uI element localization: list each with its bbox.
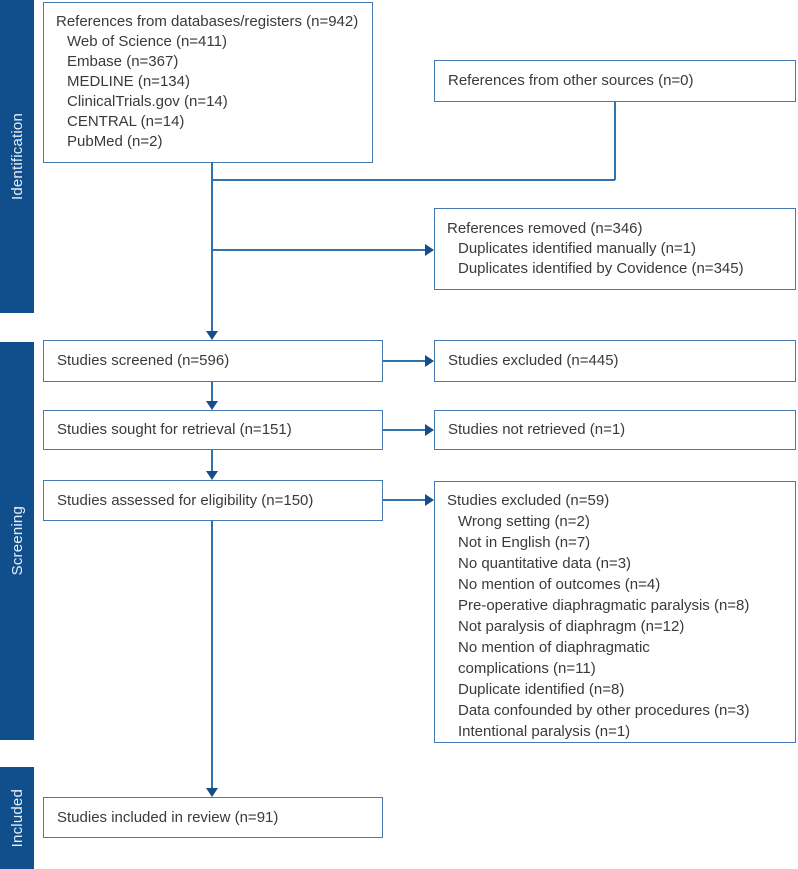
box-line: Web of Science (n=411) bbox=[67, 33, 227, 50]
box-studies-screened: Studies screened (n=596) bbox=[43, 340, 383, 382]
box-line: Not paralysis of diaphragm (n=12) bbox=[458, 618, 685, 635]
box-line: Duplicates identified manually (n=1) bbox=[458, 240, 697, 257]
box-line: No quantitative data (n=3) bbox=[458, 555, 632, 572]
box-line: Intentional paralysis (n=1) bbox=[458, 723, 631, 740]
stage-bar-identification: Identification bbox=[0, 0, 34, 313]
box-line: Studies sought for retrieval (n=151) bbox=[57, 421, 292, 438]
box-line: References from databases/registers (n=9… bbox=[56, 13, 359, 30]
arrow-right-icon bbox=[425, 355, 434, 367]
connector-other-sources-drop bbox=[614, 102, 616, 180]
box-studies-included-review: Studies included in review (n=91) bbox=[43, 797, 383, 838]
box-studies-excluded-screening: Studies excluded (n=445) bbox=[434, 340, 796, 382]
arrow-down-icon bbox=[206, 401, 218, 410]
box-references-other-sources: References from other sources (n=0) bbox=[434, 60, 796, 102]
box-line: PubMed (n=2) bbox=[67, 133, 163, 150]
box-line: Pre-operative diaphragmatic paralysis (n… bbox=[458, 597, 750, 614]
box-studies-sought-retrieval: Studies sought for retrieval (n=151) bbox=[43, 410, 383, 450]
arrow-right-icon bbox=[425, 424, 434, 436]
connector-to-references-removed bbox=[212, 249, 425, 251]
arrow-down-icon bbox=[206, 788, 218, 797]
box-line: Duplicates identified by Covidence (n=34… bbox=[458, 260, 744, 277]
box-line: Studies not retrieved (n=1) bbox=[448, 421, 626, 438]
box-references-databases: References from databases/registers (n=9… bbox=[43, 2, 373, 163]
connector-sought-to-assessed bbox=[211, 450, 213, 471]
box-line: Studies excluded (n=445) bbox=[448, 352, 619, 369]
box-line: Studies assessed for eligibility (n=150) bbox=[57, 491, 314, 509]
stage-bar-included: Included bbox=[0, 767, 34, 869]
connector-databases-to-screened bbox=[211, 163, 213, 331]
box-line: complications (n=11) bbox=[458, 660, 596, 677]
box-line: CENTRAL (n=14) bbox=[67, 113, 185, 130]
box-studies-excluded-eligibility: Studies excluded (n=59) Wrong setting (n… bbox=[434, 481, 796, 743]
arrow-down-icon bbox=[206, 471, 218, 480]
box-line: No mention of outcomes (n=4) bbox=[458, 576, 661, 593]
stage-bar-screening: Screening bbox=[0, 342, 34, 740]
box-studies-not-retrieved: Studies not retrieved (n=1) bbox=[434, 410, 796, 450]
box-references-removed: References removed (n=346) Duplicates id… bbox=[434, 208, 796, 290]
box-line: Duplicate identified (n=8) bbox=[458, 681, 625, 698]
connector-screened-to-excluded bbox=[383, 360, 425, 362]
arrow-right-icon bbox=[425, 494, 434, 506]
box-line: References from other sources (n=0) bbox=[448, 72, 694, 89]
connector-screened-to-sought bbox=[211, 382, 213, 401]
connector-assessed-to-excluded bbox=[383, 499, 425, 501]
stage-label-identification: Identification bbox=[8, 112, 26, 201]
box-line: Embase (n=367) bbox=[67, 53, 179, 70]
box-line: Wrong setting (n=2) bbox=[458, 513, 590, 530]
box-studies-assessed-eligibility: Studies assessed for eligibility (n=150) bbox=[43, 480, 383, 521]
box-line: Studies included in review (n=91) bbox=[57, 808, 279, 826]
box-line: MEDLINE (n=134) bbox=[67, 73, 190, 90]
connector-sought-to-not-retrieved bbox=[383, 429, 425, 431]
stage-label-included: Included bbox=[8, 788, 26, 848]
connector-assessed-to-included bbox=[211, 521, 213, 788]
box-line: Studies excluded (n=59) bbox=[447, 492, 610, 509]
connector-other-sources-merge bbox=[212, 179, 615, 181]
box-line: ClinicalTrials.gov (n=14) bbox=[67, 93, 228, 110]
box-line: References removed (n=346) bbox=[447, 220, 643, 237]
box-line: Not in English (n=7) bbox=[458, 534, 591, 551]
stage-label-screening: Screening bbox=[8, 506, 26, 576]
arrow-right-icon bbox=[425, 244, 434, 256]
box-line: Studies screened (n=596) bbox=[57, 352, 230, 369]
box-line: No mention of diaphragmatic bbox=[458, 639, 650, 656]
box-line: Data confounded by other procedures (n=3… bbox=[458, 702, 750, 719]
arrow-down-icon bbox=[206, 331, 218, 340]
